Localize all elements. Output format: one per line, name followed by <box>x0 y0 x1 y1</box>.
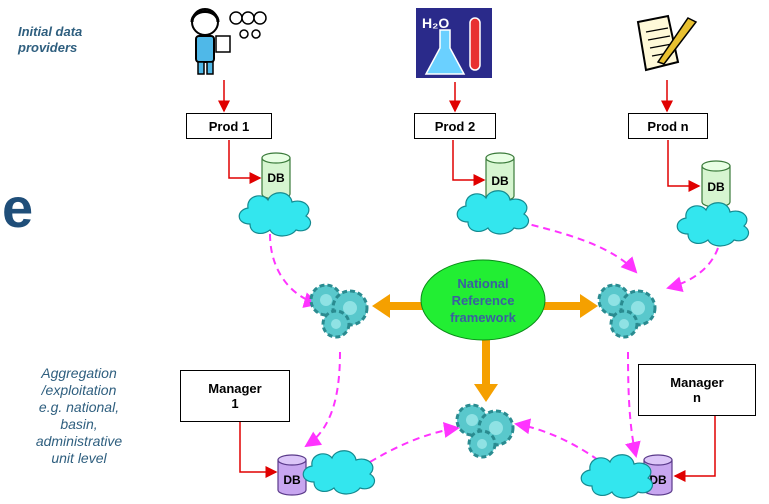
prodn-box: Prod n <box>628 113 708 139</box>
initial-data-providers-label: Initial data providers <box>18 24 83 55</box>
gear-icon-left <box>309 283 369 339</box>
cut-off-letter: e <box>2 176 34 239</box>
managern-box: Manager n <box>638 364 756 416</box>
db-cylinder-prodn: DB <box>701 160 731 208</box>
cloud-icon-managern <box>580 454 654 499</box>
db-cylinder-manager1: DB <box>277 454 307 496</box>
db-label: DB <box>267 171 285 185</box>
db-label: DB <box>283 473 301 487</box>
aggregation-label: Aggregation /exploitation e.g. national,… <box>35 365 123 466</box>
svg-text:H₂O: H₂O <box>422 15 449 31</box>
flow-cloudnb-gear-bottom <box>514 418 599 461</box>
flow-gear-right-dbn <box>625 351 641 458</box>
db-label: DB <box>707 180 725 194</box>
orange-arrow-down <box>474 340 498 402</box>
national-reference-framework-node <box>420 259 546 341</box>
db-cylinder-prod1: DB <box>261 152 291 200</box>
cloud-icon-prod2 <box>456 190 530 235</box>
orange-arrow-right <box>538 294 598 318</box>
cloud-icon-prodn <box>676 202 750 247</box>
flow-cloud1b-gear-bottom <box>369 422 460 463</box>
arrow-prodn-db <box>667 140 701 192</box>
person-data-provider-icon <box>190 8 267 75</box>
cloud-icon-prod1 <box>238 192 312 237</box>
notepad-pen-icon <box>636 14 698 72</box>
prod1-box: Prod 1 <box>186 113 272 139</box>
flow-cloudn-gear-right <box>666 247 719 293</box>
laboratory-flask-icon: H₂O <box>416 8 492 78</box>
db-label: DB <box>649 473 667 487</box>
cloud-icon-manager1 <box>302 450 376 495</box>
flow-gear-left-db1 <box>304 351 341 448</box>
national-line-1: National <box>457 276 508 291</box>
orange-arrow-left <box>372 294 430 318</box>
prod2-box: Prod 2 <box>414 113 496 139</box>
national-line-2: Reference <box>452 293 515 308</box>
arrow-prod2-db <box>452 140 486 186</box>
db-label: DB <box>491 174 509 188</box>
arrow-manager1-db <box>239 420 278 478</box>
gear-icon-bottom <box>455 403 515 459</box>
gear-icon-right <box>597 283 657 339</box>
flow-cloud1-gear-left <box>269 233 320 308</box>
national-line-3: framework <box>450 310 517 325</box>
arrow-managern-db <box>673 416 716 482</box>
manager1-box: Manager 1 <box>180 370 290 422</box>
flow-cloud2-gear-right <box>519 221 638 274</box>
arrow-prod1-db <box>228 140 262 184</box>
